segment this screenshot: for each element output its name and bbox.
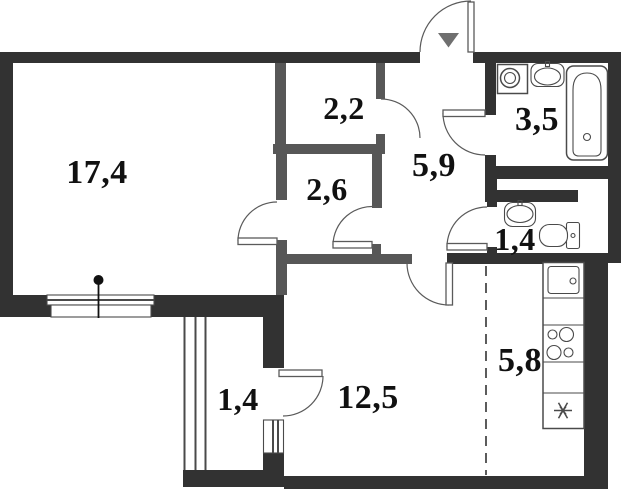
wall-segment <box>485 166 621 179</box>
wall-segment <box>275 63 286 150</box>
wall-segment <box>584 255 608 488</box>
wall-segment <box>286 254 412 264</box>
wall-segment <box>485 63 496 115</box>
door-wardrobe-2 <box>332 205 379 249</box>
wall-segment <box>0 52 13 317</box>
window-axis-dot <box>93 275 104 285</box>
walls-partition <box>273 63 412 295</box>
door-wc <box>446 206 488 251</box>
wall-segment <box>473 52 621 63</box>
wall-segment <box>276 240 287 295</box>
wall-segment <box>485 155 496 168</box>
balcony-glazing <box>183 317 207 470</box>
wall-segment <box>485 166 497 202</box>
room-label-wardrobe-1: 2,2 <box>323 90 365 126</box>
living-room-window <box>46 275 155 318</box>
washing-machine-icon <box>496 63 529 95</box>
wall-segment <box>276 150 287 200</box>
balcony-block-window <box>262 419 285 454</box>
wall-segment <box>263 453 284 487</box>
entrance-direction-icon <box>438 33 459 48</box>
room-label-balcony: 1,4 <box>217 381 259 417</box>
wall-segment <box>372 244 381 263</box>
wall-segment <box>376 63 385 99</box>
door-wardrobe-1 <box>380 98 421 139</box>
fridge-icon <box>554 402 572 419</box>
room-label-bathroom: 3,5 <box>515 101 559 138</box>
wall-segment <box>0 52 420 63</box>
door-kitchen-living <box>406 262 454 306</box>
room-label-wc: 1,4 <box>494 221 536 257</box>
stove-icon <box>546 326 575 361</box>
wall-segment <box>376 134 385 154</box>
entrance-door-leaf <box>467 1 475 53</box>
bathroom-sink-icon <box>530 60 565 88</box>
wall-segment <box>263 317 284 368</box>
door-living-room <box>237 201 278 246</box>
wall-segment <box>273 144 384 154</box>
room-label-hallway: 5,9 <box>412 147 456 184</box>
bathtub-icon <box>565 65 609 161</box>
kitchen-sink-icon <box>547 265 580 295</box>
wall-segment <box>447 253 608 264</box>
wall-segment <box>608 52 621 263</box>
wall-segment <box>183 470 284 487</box>
room-label-kitchen-zone: 5,8 <box>498 342 542 379</box>
door-bathroom <box>442 109 486 156</box>
room-label-wardrobe-2: 2,6 <box>306 171 348 207</box>
wall-segment <box>372 154 382 208</box>
walls-structural <box>0 52 621 489</box>
entrance-door-icon <box>419 0 475 53</box>
wall-segment <box>284 476 608 489</box>
kitchen-counter <box>542 261 585 430</box>
room-label-living-room: 17,4 <box>66 154 128 191</box>
wall-segment <box>487 202 497 207</box>
wc-sink-icon <box>503 199 537 228</box>
toilet-icon <box>538 221 581 250</box>
room-label-kitchen-living-room: 12,5 <box>337 379 399 416</box>
door-balcony <box>278 369 324 417</box>
wall-segment <box>487 190 578 202</box>
